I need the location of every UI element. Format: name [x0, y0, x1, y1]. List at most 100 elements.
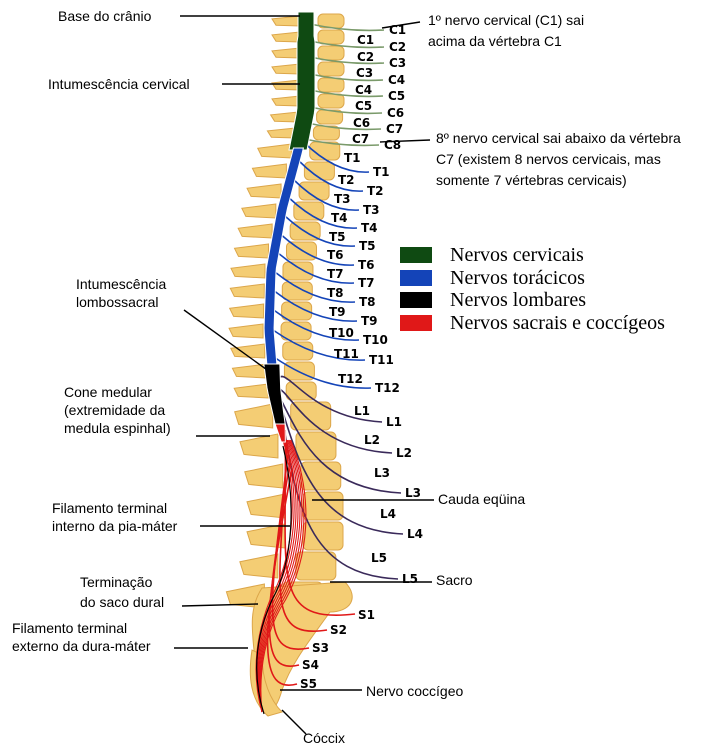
- vertebral-body: [303, 161, 335, 181]
- spinous-process: [271, 47, 301, 59]
- vertebra-label-l4: L4: [380, 507, 396, 521]
- spinous-process: [233, 243, 269, 259]
- nerve-label-t11: T11: [369, 353, 394, 367]
- sacral-cord-segment: [274, 423, 286, 443]
- spinal-nerve: [274, 271, 356, 303]
- spinous-process: [244, 463, 284, 489]
- vertebra-label-t4: T4: [331, 211, 348, 225]
- filum-terminale: [256, 445, 292, 715]
- legend-swatch-thoracic: [400, 269, 432, 286]
- spinal-nerve: [309, 56, 385, 65]
- vertebra-label-t10: T10: [329, 326, 354, 340]
- vertebral-body: [317, 93, 345, 109]
- vertebra-label-c1: C1: [357, 33, 375, 47]
- legend-swatch-sacral: [400, 314, 432, 331]
- spinous-process: [230, 263, 266, 279]
- nerve-label-l5: L5: [402, 572, 418, 586]
- nerve-label-s2: S2: [330, 623, 347, 637]
- dural-sac-end-label-line2: do saco dural: [80, 594, 165, 610]
- vertebral-body: [317, 45, 345, 61]
- vertebra-label-t1: T1: [344, 151, 361, 165]
- dural-sac-end-label-line1: Terminação: [80, 574, 153, 590]
- filum-externum-label-line2: externo da dura-máter: [12, 638, 151, 654]
- spinous-process: [271, 79, 301, 91]
- conus-medullaris-label-line3: medula espinhal): [64, 420, 171, 436]
- legend-label-thoracic: Nervos torácicos: [450, 266, 585, 289]
- vertebra-label-t9: T9: [329, 305, 346, 319]
- spinal-nerve: [298, 160, 364, 192]
- vertebra-label-c7: C7: [352, 132, 370, 146]
- nerve-label-l1: L1: [386, 415, 402, 429]
- nerve-label-t8: T8: [359, 295, 376, 309]
- nerve-label-t9: T9: [361, 314, 378, 328]
- leader-line: [181, 603, 259, 607]
- sacrum-label: Sacro: [436, 572, 473, 588]
- vertebra-label-c4: C4: [355, 83, 373, 97]
- spinal-nerve: [284, 215, 356, 247]
- nerve-label-c5: C5: [388, 89, 406, 103]
- cauda-equina-strand: [260, 439, 307, 713]
- legend-label-cervical: Nervos cervicais: [450, 244, 584, 266]
- c8-note-line2: C7 (existem 8 nervos cervicais, mas: [436, 151, 661, 167]
- nerve-label-c1: C1: [389, 23, 407, 37]
- conus-medullaris-label-line2: (extremidade da: [64, 402, 166, 418]
- cauda-equina-strand: [259, 439, 303, 713]
- vertebra-label-t8: T8: [327, 286, 344, 300]
- spinal-nerve: [280, 234, 355, 266]
- nerve-label-t10: T10: [363, 333, 388, 347]
- nerve-label-t1: T1: [373, 165, 390, 179]
- nerve-label-s1: S1: [358, 608, 375, 622]
- vertebral-body: [302, 491, 344, 521]
- nerve-label-s5: S5: [300, 677, 317, 691]
- spinous-process: [234, 403, 274, 429]
- lumbosacral-enlargement-label-line2: lombossacral: [76, 294, 159, 310]
- c1-note-line2: acima da vértebra C1: [428, 33, 562, 49]
- vertebra-label-c6: C6: [353, 116, 371, 130]
- vertebra-label-t12: T12: [338, 372, 363, 386]
- spinal-nerve: [274, 357, 372, 389]
- spinal-nerve: [288, 197, 358, 229]
- vertebra-label-t6: T6: [327, 248, 344, 262]
- spinal-nerve: [273, 309, 360, 341]
- nerve-label-c3: C3: [389, 56, 407, 70]
- spinal-nerve: [277, 387, 393, 454]
- spinal-nerve: [278, 395, 402, 494]
- nerve-label-c2: C2: [389, 40, 407, 54]
- spinal-nerve: [276, 375, 383, 423]
- nerve-label-t6: T6: [358, 258, 375, 272]
- vertebra-label-t3: T3: [334, 192, 351, 206]
- spinal-nerve: [309, 40, 385, 49]
- coccyx-label: Cóccix: [303, 730, 346, 746]
- lumbosacral-enlargement-label-line1: Intumescência: [76, 276, 167, 292]
- nerve-label-t5: T5: [359, 239, 376, 253]
- spinal-nerve: [309, 106, 383, 115]
- vertebra-label-t11: T11: [334, 347, 359, 361]
- spinal-cord: [256, 11, 316, 715]
- spinal-nerve: [293, 179, 360, 211]
- nerve-label-t3: T3: [363, 203, 380, 217]
- vertebral-body: [295, 551, 337, 581]
- vertebral-body: [293, 201, 325, 221]
- vertebral-body: [290, 401, 332, 431]
- legend-label-sacral: Nervos sacrais e coccígeos: [450, 311, 665, 334]
- vertebra-label-l1: L1: [354, 404, 370, 418]
- spinous-process: [241, 203, 277, 219]
- vertebral-body: [281, 301, 313, 321]
- spinous-process: [233, 383, 269, 399]
- spinous-process: [271, 15, 301, 27]
- coccygeal-nerve-label: Nervo coccígeo: [366, 683, 464, 699]
- vertebral-body: [282, 261, 314, 281]
- spinous-process: [239, 433, 279, 459]
- spinous-process: [271, 63, 301, 75]
- vertebral-body: [317, 77, 345, 93]
- nerve-label-t2: T2: [367, 184, 384, 198]
- vertebra-label-l2: L2: [364, 433, 380, 447]
- vertebra-label-c2: C2: [357, 50, 375, 64]
- spinous-process: [271, 31, 301, 43]
- legend-swatch-lumbar: [400, 292, 432, 308]
- nerve-label-t4: T4: [361, 221, 378, 235]
- annotation-leader-lines: [174, 15, 434, 735]
- cervical-cord-segment: [288, 11, 316, 151]
